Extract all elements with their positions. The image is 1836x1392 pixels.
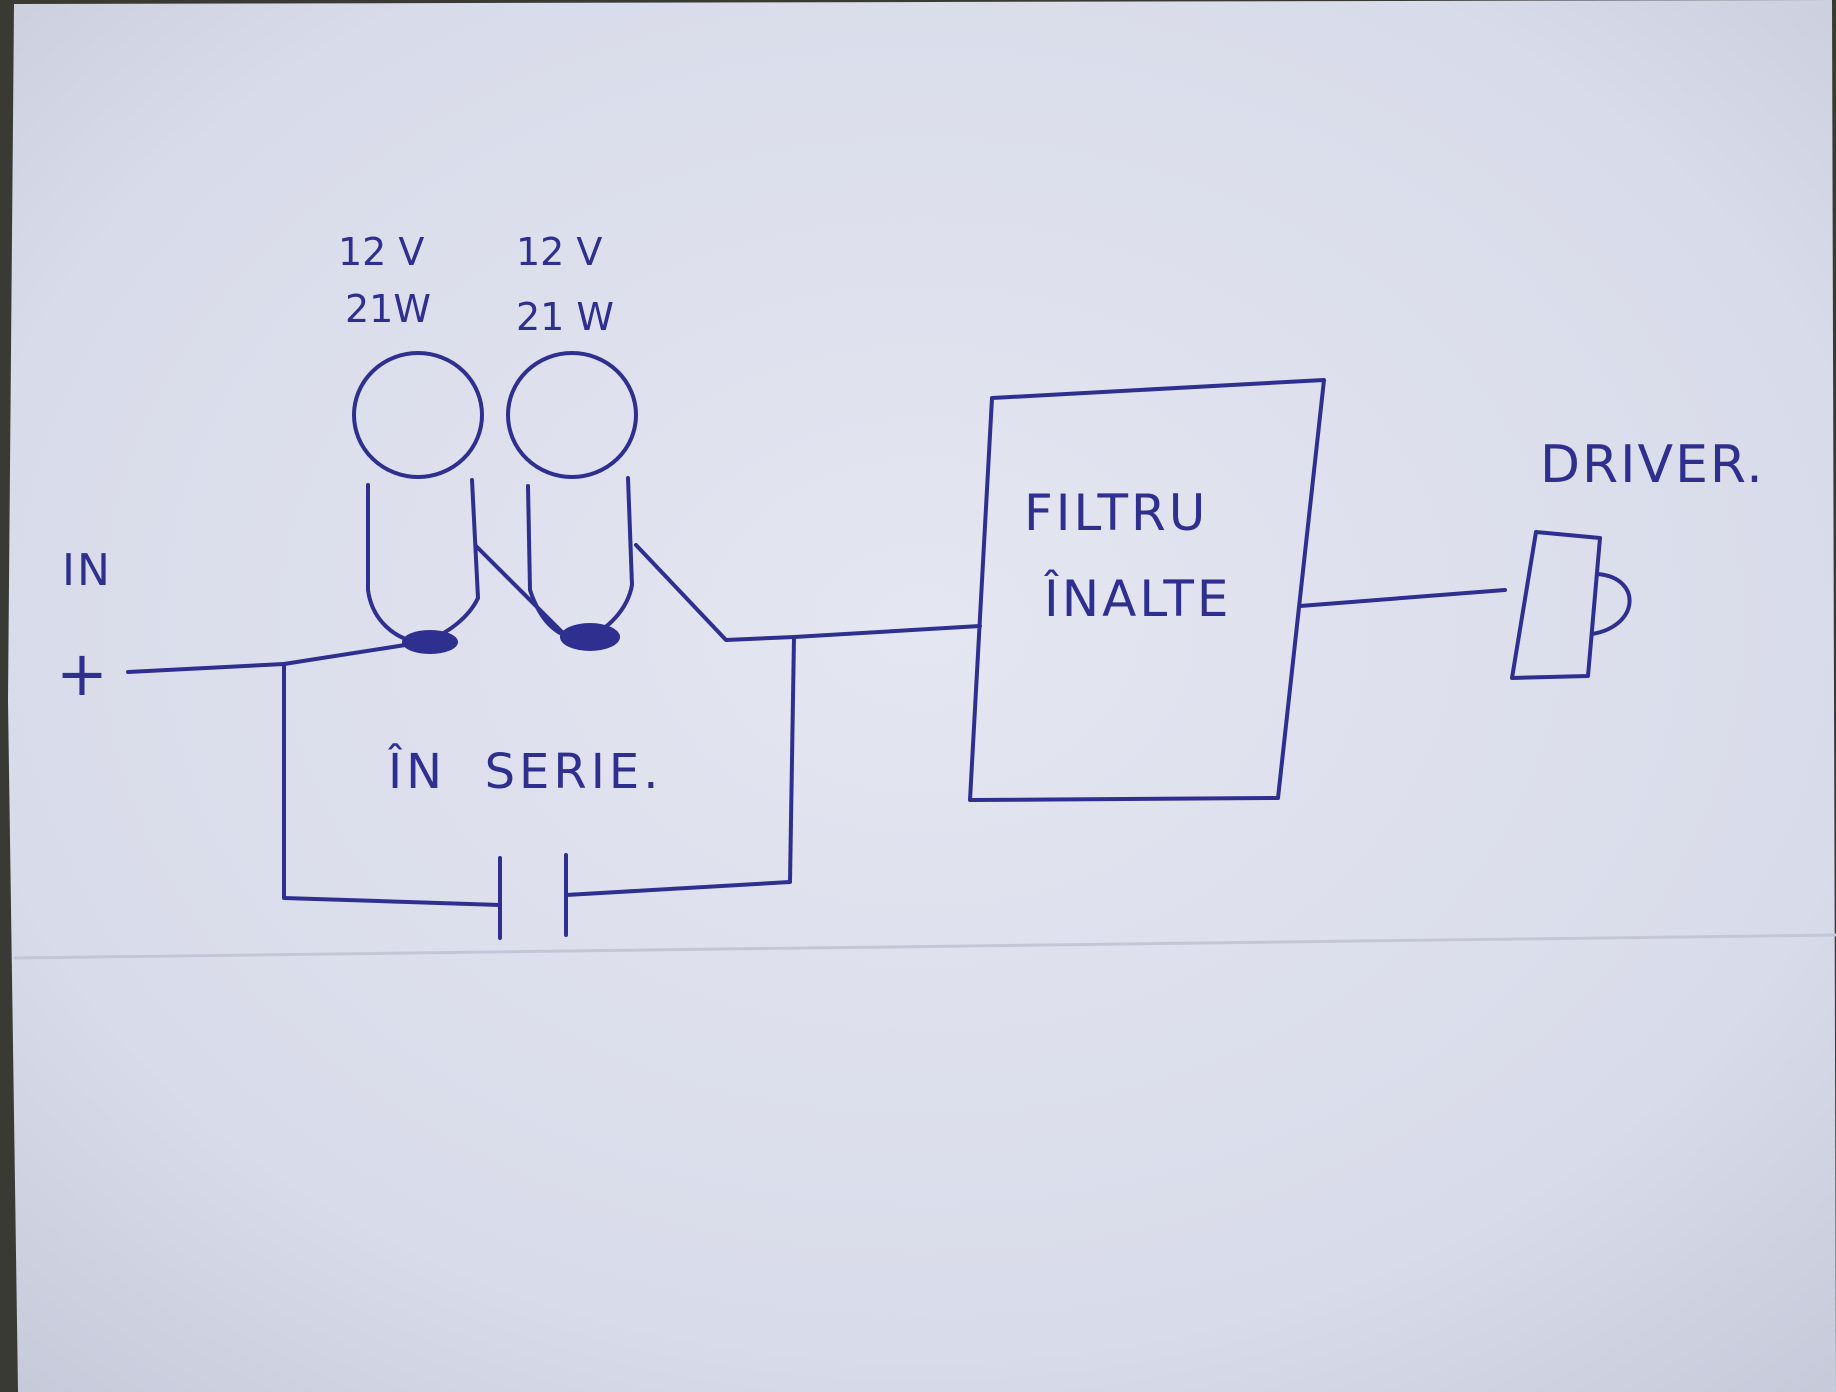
filter-box bbox=[968, 378, 1326, 802]
capacitor-loop-right bbox=[564, 635, 796, 897]
bulb-2-power: 21 W bbox=[516, 295, 614, 339]
bulb-2-voltage: 12 V bbox=[516, 230, 602, 274]
plus-terminal-label: + bbox=[56, 637, 108, 710]
bulb-1 bbox=[352, 351, 484, 654]
filter-label-line2: ÎNALTE bbox=[1043, 569, 1231, 628]
input-label: IN bbox=[62, 545, 112, 596]
bulb-1-power: 21W bbox=[345, 287, 431, 331]
driver-speaker-symbol bbox=[1510, 530, 1632, 680]
series-label: ÎN SERIE. bbox=[387, 743, 662, 800]
bulb-link-wire bbox=[474, 544, 572, 642]
bulb-1-voltage: 12 V bbox=[338, 230, 424, 274]
bulb-2 bbox=[506, 351, 638, 651]
driver-label: DRIVER. bbox=[1540, 435, 1765, 495]
capacitor-loop-left bbox=[282, 662, 502, 907]
filter-label-line1: FILTRU bbox=[1024, 484, 1208, 542]
paper-sheet bbox=[8, 0, 1836, 1392]
filter-output-wire bbox=[1298, 588, 1507, 608]
bulb-output-wire bbox=[634, 543, 982, 642]
